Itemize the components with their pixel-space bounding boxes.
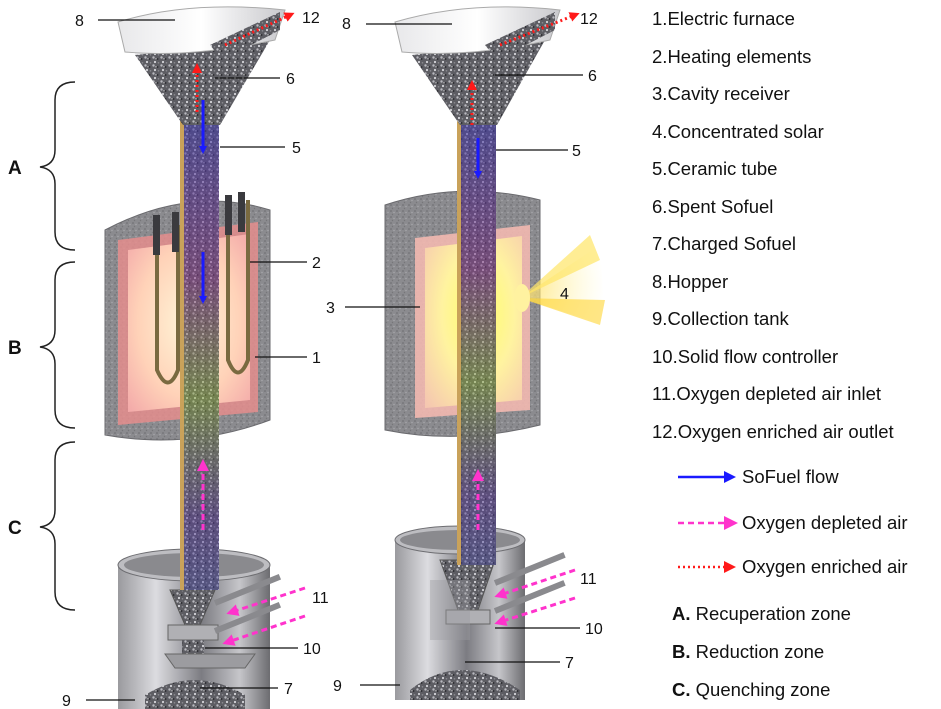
callout-right-5: 5 bbox=[572, 143, 581, 160]
callout-right-10: 10 bbox=[585, 621, 603, 638]
solid-flow-controller-left bbox=[164, 573, 282, 669]
callout-left-5: 5 bbox=[292, 140, 301, 157]
flow-legend-label: SoFuel flow bbox=[742, 466, 839, 487]
callout-right-7: 7 bbox=[565, 655, 574, 672]
brace-b bbox=[39, 261, 76, 429]
flow-legend-depleted: Oxygen depleted air bbox=[676, 510, 941, 536]
legend-item-9: 9.Collection tank bbox=[652, 308, 789, 329]
callout-right-12: 12 bbox=[580, 11, 598, 28]
solid-flow-controller-right bbox=[430, 552, 566, 640]
legend-item-5: 5.Ceramic tube bbox=[652, 158, 778, 179]
electric-reactor bbox=[104, 6, 306, 709]
concentrated-solar-beam bbox=[514, 235, 605, 325]
legend-item-11: 11.Oxygen depleted air inlet bbox=[652, 383, 882, 404]
zone-letter-a: A bbox=[8, 158, 22, 179]
callout-lines-left bbox=[86, 19, 307, 701]
brace-a bbox=[39, 81, 76, 251]
flow-arrows-right bbox=[467, 12, 580, 626]
legend-item-3: 3.Cavity receiver bbox=[652, 83, 790, 104]
flow-legend-label: Oxygen enriched air bbox=[742, 556, 908, 577]
zone-legend-b: B. Reduction zone bbox=[672, 641, 825, 662]
callout-right-3: 3 bbox=[326, 300, 335, 317]
zone-letter-c: C bbox=[8, 518, 22, 539]
callout-left-2: 2 bbox=[312, 255, 321, 272]
zone-legend-a: A. Recuperation zone bbox=[672, 603, 851, 624]
legend-item-4: 4.Concentrated solar bbox=[652, 120, 824, 142]
red-dotted-arrow-icon bbox=[678, 561, 736, 573]
legend-item-6: 6.Spent Sofuel bbox=[652, 195, 774, 217]
legend-item-7: 7.Charged Sofuel bbox=[652, 233, 796, 254]
callout-right-8: 8 bbox=[342, 16, 351, 33]
callout-left-8: 8 bbox=[75, 13, 84, 30]
callout-left-9: 9 bbox=[62, 693, 71, 709]
legend-item-2: 2.Heating elements bbox=[652, 45, 812, 67]
zone-legend-c: C. Quenching zone bbox=[672, 679, 831, 700]
callout-right-4: 4 bbox=[560, 286, 569, 303]
flow-legend-sofuel: SoFuel flow bbox=[676, 464, 941, 490]
flow-arrows-left bbox=[192, 12, 306, 646]
zone-letter-b: B bbox=[8, 338, 22, 359]
callout-left-11: 11 bbox=[312, 590, 329, 607]
zone-braces bbox=[39, 81, 76, 611]
callout-right-9: 9 bbox=[333, 678, 342, 695]
flow-legend-label: Oxygen depleted air bbox=[742, 512, 908, 533]
callout-left-1: 1 bbox=[312, 350, 321, 367]
heating-elements bbox=[155, 200, 250, 385]
legend-item-12: 12.Oxygen enriched air outlet bbox=[652, 420, 894, 442]
callout-left-6: 6 bbox=[286, 71, 295, 88]
solar-reactor bbox=[384, 6, 605, 700]
callout-left-10: 10 bbox=[303, 641, 321, 658]
ceramic-tube-left bbox=[180, 110, 219, 590]
legend-item-1: 1.Electric furnace bbox=[652, 8, 795, 29]
blue-arrow-icon bbox=[678, 471, 736, 483]
callout-lines-right bbox=[345, 23, 583, 686]
legend-item-8: 8.Hopper bbox=[652, 270, 729, 292]
callout-left-7: 7 bbox=[284, 681, 293, 698]
legend-item-10: 10.Solid flow controller bbox=[652, 345, 839, 367]
callout-right-11: 11 bbox=[580, 571, 597, 588]
brace-c bbox=[39, 441, 76, 611]
flow-legend-enriched: Oxygen enriched air bbox=[676, 554, 941, 580]
callout-left-12: 12 bbox=[302, 10, 320, 27]
callout-right-6: 6 bbox=[588, 68, 597, 85]
pink-dashed-arrow-icon bbox=[678, 516, 738, 530]
